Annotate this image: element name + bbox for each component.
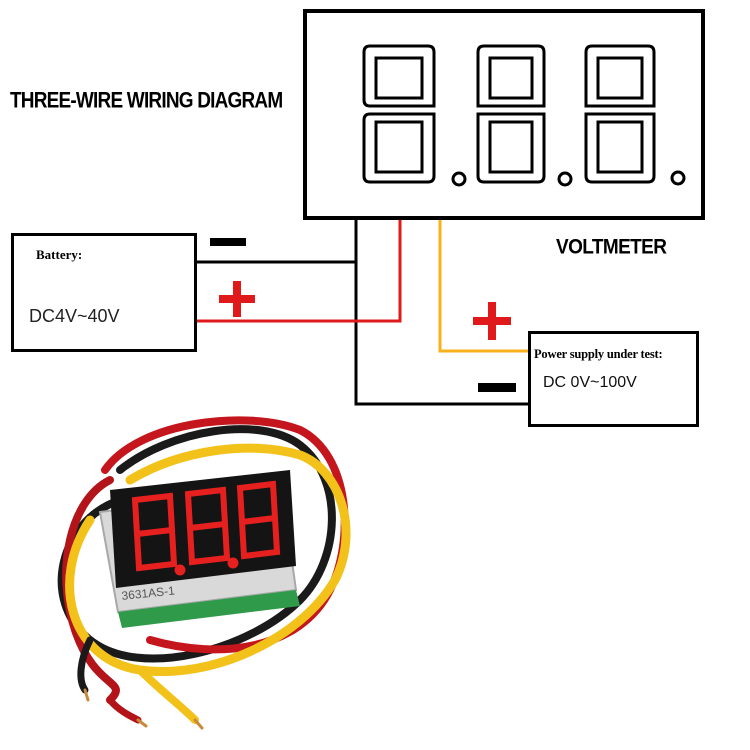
red-wire — [191, 216, 402, 323]
schematic-wires — [191, 216, 530, 406]
battery-title: Battery: — [36, 247, 83, 262]
battery-voltage-range: DC4V~40V — [29, 306, 120, 326]
supply-box: Power supply under test: DC 0V~100V — [528, 331, 699, 427]
battery-minus-sign — [210, 238, 246, 246]
black-wire — [354, 216, 530, 406]
photo-black-wire-tail — [77, 636, 94, 694]
supply-title: Power supply under test: — [534, 347, 663, 361]
supply-plus-sign — [473, 302, 511, 340]
photo-red-wire-loop — [62, 476, 120, 704]
digit-3 — [584, 44, 656, 184]
digit-1 — [362, 44, 436, 184]
supply-minus-sign — [478, 383, 516, 392]
decimal-point-1 — [451, 171, 467, 187]
module-pcb-edge — [118, 590, 300, 628]
photo-yellow-wire-tail — [136, 666, 199, 724]
module-photo: 3631AS-1 — [57, 416, 351, 730]
photo-yellow-wire-loop — [65, 443, 351, 676]
photo-red-wire-tail — [106, 696, 142, 724]
decimal-point-2 — [557, 171, 573, 187]
diagram-title: THREE-WIRE WIRING DIAGRAM — [10, 89, 283, 114]
battery-box: Battery: DC4V~40V — [11, 233, 197, 352]
photo-black-wire-loop — [57, 425, 336, 663]
module-red-digits — [131, 480, 281, 576]
battery-plus-sign — [219, 281, 255, 317]
seven-segment-display — [362, 44, 686, 187]
yellow-wire — [438, 216, 530, 353]
voltmeter-label: VOLTMETER — [556, 236, 667, 260]
module-label-text: 3631AS-1 — [121, 583, 176, 603]
supply-voltage-range: DC 0V~100V — [543, 374, 637, 391]
decimal-point-3 — [670, 170, 686, 186]
digit-2 — [476, 44, 546, 184]
